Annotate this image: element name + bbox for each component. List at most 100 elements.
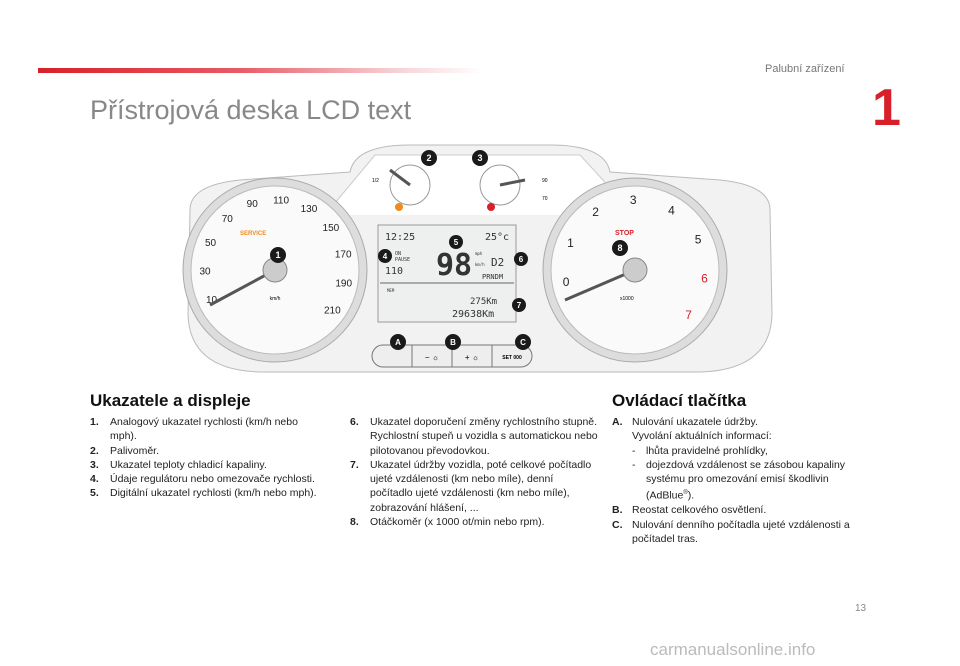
indicators-heading: Ukazatele a displeje: [90, 391, 251, 410]
callout-a-label: A: [395, 338, 401, 347]
tick-label: 170: [335, 250, 352, 261]
item-text: Digitální ukazatel rychlosti (km/h nebo …: [110, 487, 317, 500]
header-accent-bar: [38, 68, 483, 73]
item-extra: Vyvolání aktuálních informací:: [632, 430, 772, 443]
item-text: Ukazatel doporučení změny rychlostního s…: [370, 416, 598, 428]
item-text: Analogový ukazatel rychlosti (km/h nebo …: [110, 416, 298, 443]
item-text: Ukazatel teploty chladicí kapaliny.: [110, 458, 267, 471]
callout-4-label: 4: [383, 252, 388, 261]
item-number: 6.: [350, 416, 359, 428]
lcd-cruise-speed: 110: [385, 266, 403, 277]
list-item: C.Nulování denního počítadla ujeté vzdál…: [612, 518, 850, 547]
tick-label: 2: [592, 205, 599, 219]
rpm-unit: x1000: [620, 296, 634, 302]
controls-list: A. Nulování ukazatele údržby. Vyvolání akt…: [612, 415, 850, 546]
indicators-list-mid: 6. Ukazatel doporučení změny rychlostního…: [350, 415, 598, 529]
tick-label: 7: [685, 308, 692, 322]
callout-5: [449, 235, 463, 249]
callout-1-label: 1: [275, 250, 280, 260]
item-text: Nulování ukazatele údržby.: [632, 416, 758, 428]
tick-label: 3: [630, 193, 637, 207]
item-text: Údaje regulátoru nebo omezovače rychlost…: [110, 473, 315, 486]
sub-item-tail: ).: [687, 489, 695, 502]
lcd-gear: D2: [491, 256, 504, 269]
rpm-tick-labels: 0 1 2 3 4 5 6 7: [563, 193, 708, 322]
list-item: 5. Digitální ukazatel rychlosti (km/h neb…: [90, 486, 325, 500]
list-item: 1. Analogový ukazatel rychlosti (km/h neb…: [90, 415, 325, 444]
stop-label: STOP: [615, 230, 634, 237]
callout-c: [515, 334, 531, 350]
registered-mark: ®: [683, 490, 688, 497]
tick-label: 4: [668, 203, 675, 217]
tick-label: 6: [701, 272, 708, 286]
tick-label: 70: [222, 214, 234, 225]
callout-7: [512, 298, 526, 312]
item-text: Palivoměr.: [110, 444, 160, 457]
sub-item: -lhůta pravidelné prohlídky,: [632, 444, 768, 457]
list-item: A. Nulování ukazatele údržby. Vyvolání akt…: [612, 415, 850, 503]
sub-item-text: dojezdová vzdálenost se zásobou kapaliny…: [646, 458, 846, 502]
callout-7-label: 7: [517, 301, 522, 310]
tick-label: 1: [567, 236, 574, 250]
list-item: 4. Údaje regulátoru nebo omezovače rychlo…: [90, 472, 325, 486]
callout-a: [390, 334, 406, 350]
callout-2: [421, 150, 437, 166]
brighten-button-icon: + ☼: [465, 353, 479, 362]
fuel-half-label: 1/2: [372, 178, 379, 184]
tick-label: 90: [247, 199, 259, 210]
item-text: Ukazatel údržby vozidla, poté celkové po…: [370, 458, 592, 514]
lcd-screen: [377, 224, 517, 323]
tick-label: 130: [301, 204, 318, 215]
watermark: carmanualsonline.info: [650, 640, 816, 659]
item-number: 1.: [90, 416, 99, 428]
tick-label: 190: [335, 279, 352, 290]
callout-c-label: C: [520, 338, 526, 347]
sub-item-text: lhůta pravidelné prohlídky,: [646, 444, 768, 457]
lcd-kmh-unit: km/h: [475, 262, 485, 267]
item-text: Reostat celkového osvětlení.: [632, 504, 767, 517]
callout-4: [378, 249, 392, 263]
list-item: 8.Otáčkoměr (x 1000 ot/min nebo rpm).: [350, 515, 598, 529]
callout-b-label: B: [450, 338, 456, 347]
callout-6-label: 6: [519, 255, 524, 264]
fuel-needle: [389, 168, 411, 187]
item-letter: A.: [612, 416, 623, 428]
speed-unit: km/h: [270, 296, 281, 302]
list-item: B. Reostat celkového osvětlení.: [612, 503, 850, 517]
item-letter: B.: [612, 504, 623, 517]
lcd-cruise-on: ON: [395, 251, 401, 257]
lcd-time: 12:25: [385, 232, 415, 243]
temperature-warning-light: [487, 203, 495, 211]
item-letter: C.: [612, 518, 623, 531]
tick-label: 110: [273, 196, 289, 207]
item-number: 4.: [90, 473, 99, 486]
tick-label: 5: [695, 233, 702, 247]
list-item: 3. Ukazatel teploty chladicí kapaliny.: [90, 458, 325, 472]
lcd-gearbox-modes: PRNDM: [482, 273, 503, 281]
tick-label: 50: [205, 238, 217, 249]
list-item: 7.Ukazatel údržby vozidla, poté celkové …: [350, 458, 598, 515]
tick-label: 210: [324, 305, 341, 316]
tick-label: 0: [563, 275, 570, 289]
callout-b: [445, 334, 461, 350]
item-number: 3.: [90, 458, 99, 471]
item-number: 5.: [90, 487, 99, 500]
sub-item: -dojezdová vzdálenost se zásobou kapalin…: [632, 458, 846, 502]
list-item: 6. Ukazatel doporučení změny rychlostního…: [350, 415, 598, 458]
callout-8-label: 8: [617, 243, 622, 253]
callout-2-label: 2: [426, 153, 431, 163]
lcd-digital-speed: 98: [436, 248, 472, 283]
lcd-outside-temp: 25°c: [485, 232, 509, 243]
lcd-mem: MEM: [387, 288, 395, 293]
service-label: SERVICE: [240, 231, 266, 237]
item-extra: Rychlostní stupeň u vozidla s automatick…: [370, 430, 598, 457]
controls-heading: Ovládací tlačítka: [612, 391, 747, 410]
tick-label: 10: [206, 295, 218, 306]
callout-5-label: 5: [454, 238, 459, 247]
item-number: 2.: [90, 444, 99, 457]
callout-1: [270, 247, 286, 263]
temp-mid-label: 70: [542, 196, 548, 202]
temperature-needle: [499, 178, 526, 187]
rpm-needle-hub: [622, 257, 648, 283]
